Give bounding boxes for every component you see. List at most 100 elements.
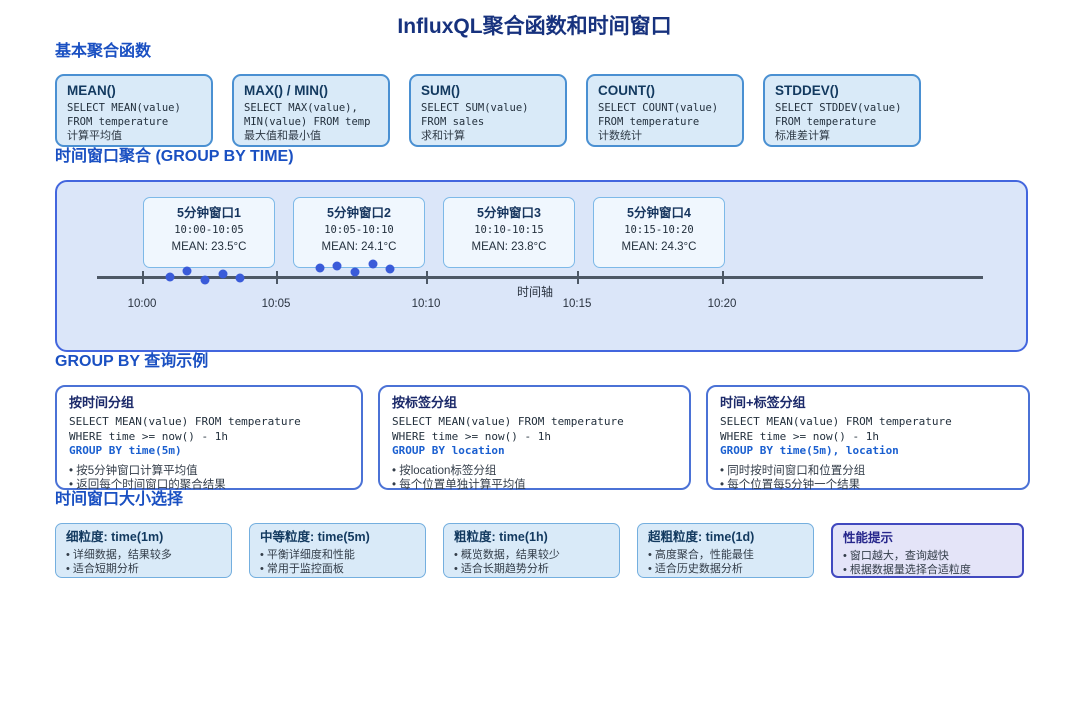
data-point-dot: [350, 267, 360, 277]
tick-label: 10:05: [261, 298, 291, 310]
axis-tick: [142, 271, 144, 284]
data-point-dot: [235, 273, 245, 283]
window-title: 5分钟窗口4: [627, 206, 691, 220]
query-card-row: 按时间分组 SELECT MEAN(value) FROM temperatur…: [55, 385, 1030, 493]
axis-tick: [577, 271, 579, 284]
function-card-sum: SUM() SELECT SUM(value) FROM sales 求和计算: [409, 74, 567, 147]
function-card-desc: 求和计算: [421, 130, 465, 142]
note-item: • 适合长期趋势分析: [454, 563, 549, 575]
code-line-groupby: GROUP BY time(5m), location: [720, 444, 899, 457]
axis-tick: [722, 271, 724, 284]
code-line: FROM temperature: [775, 116, 877, 128]
window-range: 10:10-10:15: [474, 224, 544, 236]
query-card-notes: • 按location标签分组 • 每个位置单独计算平均值: [392, 464, 677, 493]
window-title: 5分钟窗口3: [477, 206, 541, 220]
note-item: • 按location标签分组: [392, 464, 497, 477]
note-item: • 根据数据量选择合适粒度: [843, 564, 971, 576]
window-range: 10:00-10:05: [174, 224, 244, 236]
window-range: 10:05-10:10: [324, 224, 394, 236]
page-content: 基本聚合函数 MEAN() SELECT MEAN(value) FROM te…: [55, 42, 1030, 578]
time-axis-label: 时间轴: [517, 285, 554, 299]
query-card-notes: • 按5分钟窗口计算平均值 • 返回每个时间窗口的聚合结果: [69, 464, 349, 493]
function-card-title: STDDEV(): [775, 83, 839, 98]
code-line: SELECT SUM(value): [421, 102, 529, 114]
code-line: MIN(value) FROM temp: [244, 116, 371, 128]
window-card-1: 5分钟窗口1 10:00-10:05 MEAN: 23.5°C: [143, 197, 275, 268]
size-card-title: 性能提示: [843, 531, 894, 545]
function-card-mean: MEAN() SELECT MEAN(value) FROM temperatu…: [55, 74, 213, 147]
data-point-dot: [368, 259, 378, 269]
code-line: SELECT STDDEV(value): [775, 102, 902, 114]
code-line: WHERE time >= now() - 1h: [69, 429, 228, 443]
code-line: SELECT MEAN(value) FROM temperature: [392, 415, 624, 428]
function-card-title: MAX() / MIN(): [244, 83, 328, 98]
function-card-count: COUNT() SELECT COUNT(value) FROM tempera…: [586, 74, 744, 147]
window-mean: MEAN: 23.5°C: [171, 241, 247, 253]
data-point-dot: [385, 264, 395, 274]
query-card-tag: 按标签分组 SELECT MEAN(value) FROM temperatur…: [378, 385, 691, 493]
function-card-title: MEAN(): [67, 83, 116, 98]
tick-label: 10:20: [707, 298, 737, 310]
window-card-4: 5分钟窗口4 10:15-10:20 MEAN: 24.3°C: [593, 197, 725, 268]
code-line: SELECT MEAN(value): [67, 102, 181, 114]
section-heading-basic-functions: 基本聚合函数: [55, 43, 152, 60]
note-item: • 适合历史数据分析: [648, 563, 743, 575]
note-item: • 常用于监控面板: [260, 563, 344, 575]
query-card-title: 按时间分组: [69, 395, 135, 410]
timeline-panel: 5分钟窗口1 10:00-10:05 MEAN: 23.5°C 5分钟窗口2 1…: [55, 180, 1028, 352]
note-item: • 每个位置单独计算平均值: [392, 479, 526, 491]
size-card-title: 中等粒度: time(5m): [260, 530, 370, 544]
page-title: InfluxQL聚合函数和时间窗口: [397, 15, 672, 38]
size-card-title: 粗粒度: time(1h): [454, 530, 548, 544]
note-item: • 按5分钟窗口计算平均值: [69, 464, 198, 477]
note-item: • 返回每个时间窗口的聚合结果: [69, 479, 226, 491]
query-card-time-and-tag: 时间+标签分组 SELECT MEAN(value) FROM temperat…: [706, 385, 1030, 493]
tick-label: 10:00: [127, 298, 157, 310]
code-line-groupby: GROUP BY location: [392, 444, 505, 457]
note-item: • 详细数据，结果较多: [66, 549, 172, 561]
tick-label: 10:10: [411, 298, 441, 310]
size-card-extra-coarse: 超粗粒度: time(1d) • 高度聚合，性能最佳 • 适合历史数据分析: [637, 523, 814, 578]
data-point-dot: [332, 261, 342, 271]
code-line: FROM sales: [421, 116, 485, 128]
query-card-title: 时间+标签分组: [720, 395, 806, 410]
function-card-desc: 标准差计算: [775, 130, 830, 142]
note-item: • 窗口越大，查询越快: [843, 550, 949, 562]
data-point-dot: [315, 263, 325, 273]
window-title: 5分钟窗口1: [177, 206, 241, 220]
data-point-dot: [182, 266, 192, 276]
window-card-2: 5分钟窗口2 10:05-10:10 MEAN: 24.1°C: [293, 197, 425, 268]
data-point-dot: [165, 272, 175, 282]
section-heading-time-window: 时间窗口聚合 (GROUP BY TIME): [55, 148, 294, 165]
code-line-groupby: GROUP BY time(5m): [69, 444, 182, 457]
data-point-dot: [218, 269, 228, 279]
code-line: WHERE time >= now() - 1h: [720, 429, 879, 443]
size-card-title: 细粒度: time(1m): [66, 530, 164, 544]
code-line: SELECT MAX(value),: [244, 102, 358, 114]
code-line: FROM temperature: [67, 116, 169, 128]
data-point-dot: [200, 275, 210, 285]
code-line: SELECT MEAN(value) FROM temperature: [69, 415, 301, 428]
window-title: 5分钟窗口2: [327, 206, 391, 220]
query-card-time: 按时间分组 SELECT MEAN(value) FROM temperatur…: [55, 385, 363, 493]
code-line: SELECT COUNT(value): [598, 102, 719, 114]
code-line: WHERE time >= now() - 1h: [392, 429, 551, 443]
size-card-coarse: 粗粒度: time(1h) • 概览数据，结果较少 • 适合长期趋势分析: [443, 523, 620, 578]
code-line: SELECT MEAN(value) FROM temperature: [720, 415, 952, 428]
note-item: • 适合短期分析: [66, 563, 139, 575]
section-heading-groupby-examples: GROUP BY 查询示例: [55, 353, 209, 370]
tick-label: 10:15: [562, 298, 592, 310]
note-item: • 每个位置每5分钟一个结果: [720, 479, 861, 491]
function-card-title: SUM(): [421, 83, 460, 98]
size-card-fine: 细粒度: time(1m) • 详细数据，结果较多 • 适合短期分析: [55, 523, 232, 578]
window-range: 10:15-10:20: [624, 224, 694, 236]
function-card-desc: 计算平均值: [67, 130, 122, 142]
query-card-notes: • 同时按时间窗口和位置分组 • 每个位置每5分钟一个结果: [720, 464, 1016, 493]
window-mean: MEAN: 24.3°C: [621, 241, 697, 253]
query-card-title: 按标签分组: [392, 395, 458, 410]
function-card-desc: 最大值和最小值: [244, 130, 321, 142]
note-item: • 高度聚合，性能最佳: [648, 549, 754, 561]
size-card-row: 细粒度: time(1m) • 详细数据，结果较多 • 适合短期分析 中等粒度:…: [55, 523, 1030, 578]
size-card-medium: 中等粒度: time(5m) • 平衡详细度和性能 • 常用于监控面板: [249, 523, 426, 578]
